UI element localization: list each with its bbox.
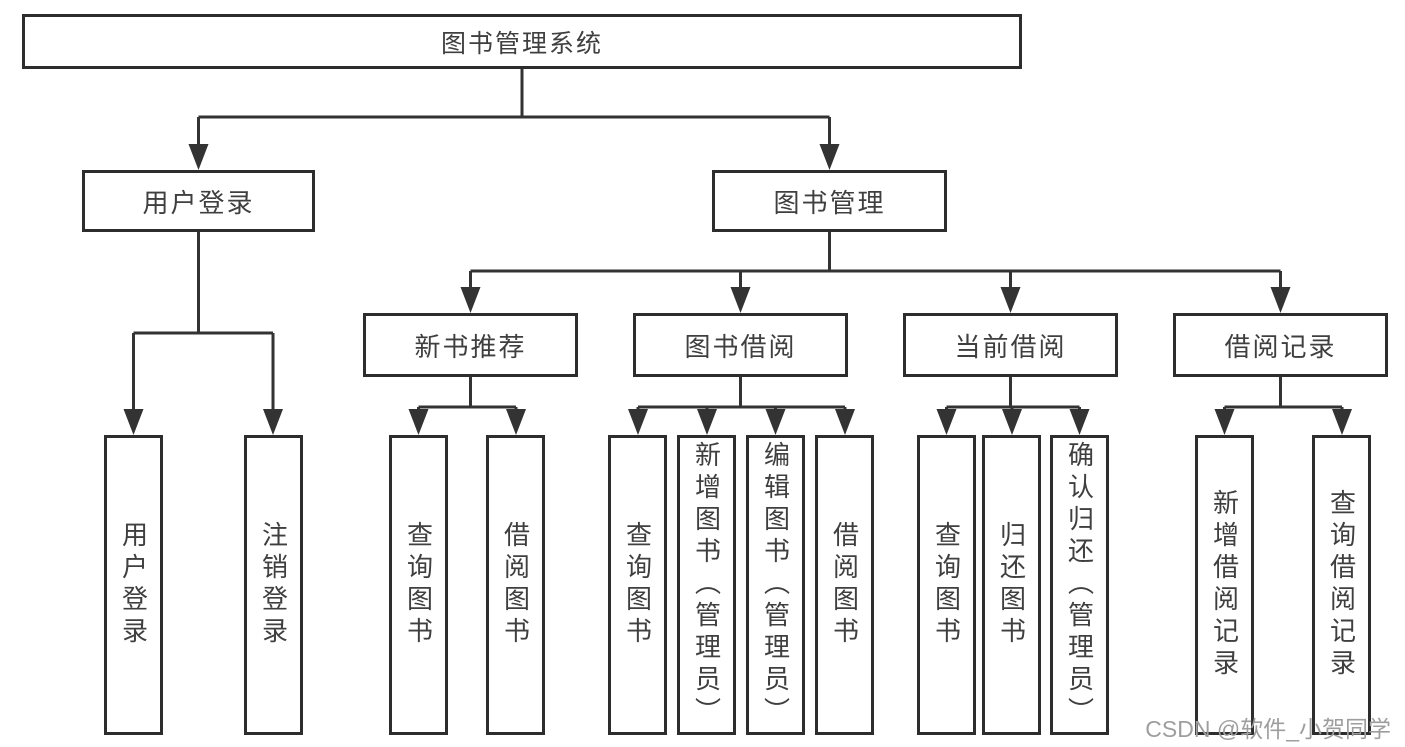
leaf-return-books-label: 归还图书: [996, 521, 1027, 649]
leaf-query-books-recommend-label: 查询图书: [403, 521, 434, 649]
leaf-borrow-books-borrowing-label: 借阅图书: [829, 521, 860, 649]
leaf-query-books-current-label: 查询图书: [931, 521, 962, 649]
node-root-label: 图书管理系统: [440, 29, 603, 58]
leaf-add-borrow-record-label: 新增借阅记录: [1209, 489, 1240, 681]
node-borrowing-records: 借阅记录: [1173, 313, 1388, 377]
leaf-logout: 注销登录: [244, 435, 303, 735]
leaf-add-borrow-record: 新增借阅记录: [1195, 435, 1254, 735]
node-book-borrowing-label: 图书借阅: [684, 331, 797, 362]
leaf-query-books-current: 查询图书: [917, 435, 976, 735]
leaf-query-books-recommend: 查询图书: [389, 435, 448, 735]
node-book-management-label: 图书管理: [773, 187, 886, 218]
leaf-edit-book-admin-label: 编辑图书（管理员）: [760, 441, 791, 729]
leaf-return-books: 归还图书: [982, 435, 1041, 735]
leaf-query-books-borrowing: 查询图书: [608, 435, 667, 735]
leaf-add-book-admin: 新增图书（管理员）: [677, 435, 736, 735]
node-root: 图书管理系统: [22, 14, 1022, 69]
node-book-borrowing: 图书借阅: [633, 313, 848, 377]
leaf-add-book-admin-label: 新增图书（管理员）: [691, 441, 722, 729]
node-book-management: 图书管理: [712, 170, 947, 232]
node-user-login-label: 用户登录: [142, 187, 255, 218]
leaf-logout-label: 注销登录: [258, 521, 289, 649]
leaf-query-borrow-record-label: 查询借阅记录: [1326, 489, 1357, 681]
arrowheads: [123, 144, 1352, 435]
node-new-book-recommend-label: 新书推荐: [414, 331, 527, 362]
leaf-confirm-return-admin-label: 确认归还（管理员）: [1064, 441, 1095, 729]
leaf-user-login-label: 用户登录: [118, 521, 149, 649]
node-borrowing-records-label: 借阅记录: [1224, 331, 1337, 362]
node-current-borrowing-label: 当前借阅: [954, 331, 1067, 362]
leaf-borrow-books-borrowing: 借阅图书: [815, 435, 874, 735]
leaf-borrow-books-recommend: 借阅图书: [486, 435, 545, 735]
leaf-query-borrow-record: 查询借阅记录: [1312, 435, 1371, 735]
watermark: CSDN @软件_小贺同学: [1145, 716, 1391, 742]
node-user-login: 用户登录: [82, 170, 315, 232]
leaf-borrow-books-recommend-label: 借阅图书: [500, 521, 531, 649]
leaf-confirm-return-admin: 确认归还（管理员）: [1050, 435, 1109, 735]
leaf-query-books-borrowing-label: 查询图书: [622, 521, 653, 649]
leaf-edit-book-admin: 编辑图书（管理员）: [746, 435, 805, 735]
leaf-user-login: 用户登录: [104, 435, 163, 735]
node-current-borrowing: 当前借阅: [903, 313, 1118, 377]
node-new-book-recommend: 新书推荐: [363, 313, 578, 377]
